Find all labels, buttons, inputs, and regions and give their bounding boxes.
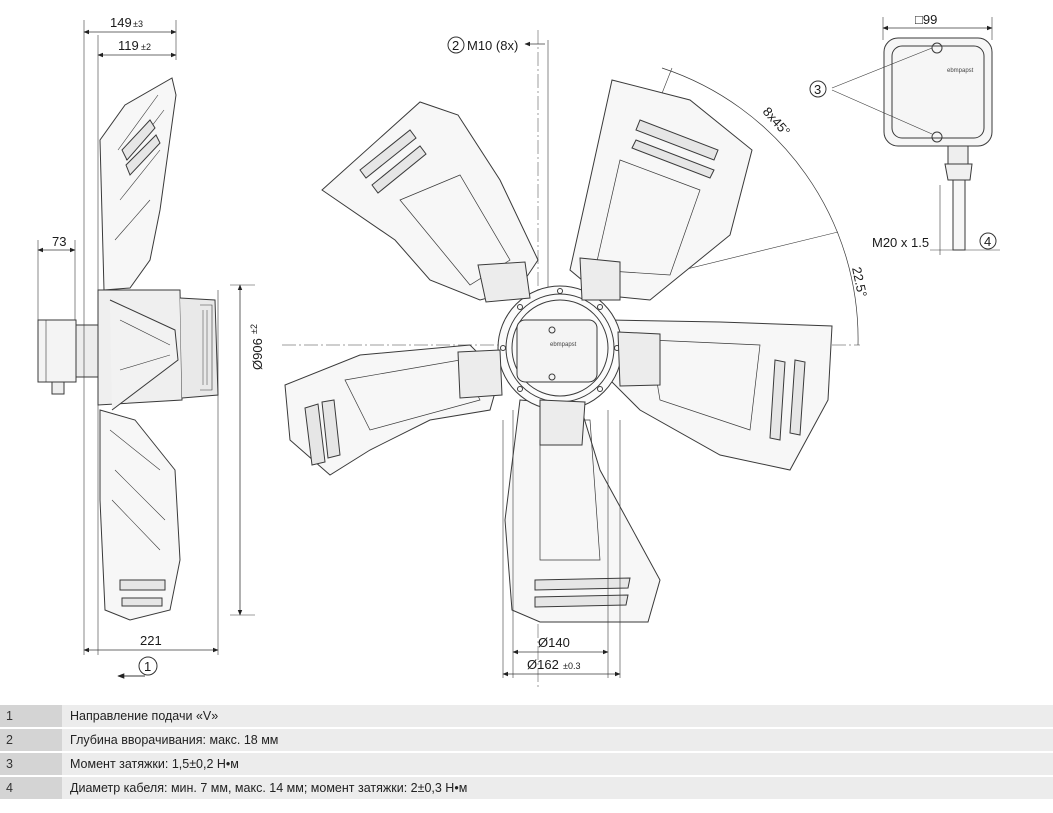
callout-2-circle <box>447 36 465 54</box>
dim-140: Ø140 <box>538 635 570 650</box>
dim-73: 73 <box>52 234 66 249</box>
dim-149-tol: ±3 <box>133 19 143 29</box>
angle-offset: 22.5° <box>849 266 870 299</box>
dim-162: Ø162 <box>527 657 559 672</box>
legend-text: Момент затяжки: 1,5±0,2 Н•м <box>62 753 1053 775</box>
legend-number: 1 <box>0 705 62 727</box>
legend-table: 1 Направление подачи «V» 2 Глубина ввора… <box>0 705 1053 801</box>
dim-162-tol: ±0.3 <box>563 661 580 671</box>
terminal-box-view <box>831 17 1000 255</box>
screw-spec: M10 (8x) <box>467 38 518 53</box>
brand-label-box: ebmpapst <box>947 68 974 74</box>
legend-row: 4 Диаметр кабеля: мин. 7 мм, макс. 14 мм… <box>0 777 1053 799</box>
dim-119: 119 <box>118 38 139 53</box>
dim-906-tol: ±2 <box>249 324 259 334</box>
legend-text: Глубина вворачивания: макс. 18 мм <box>62 729 1053 751</box>
legend-number: 4 <box>0 777 62 799</box>
side-view <box>37 20 255 679</box>
technical-drawing: 149 ±3 119 ±2 73 221 Ø906 ±2 1 <box>37 12 1000 690</box>
box-size: □99 <box>915 12 937 27</box>
front-view <box>282 30 860 690</box>
legend-text: Диаметр кабеля: мин. 7 мм, макс. 14 мм; … <box>62 777 1053 799</box>
callout-4: 4 <box>984 234 991 249</box>
legend-row: 3 Момент затяжки: 1,5±0,2 Н•м <box>0 753 1053 775</box>
callout-4-circle <box>979 232 997 250</box>
callout-1: 1 <box>144 659 151 674</box>
dim-119-tol: ±2 <box>141 42 151 52</box>
dim-149: 149 <box>110 15 132 30</box>
callout-3: 3 <box>814 82 821 97</box>
legend-number: 2 <box>0 729 62 751</box>
callout-2: 2 <box>452 38 459 53</box>
callout-1-circle <box>138 656 158 676</box>
dim-906: Ø906 <box>250 338 265 370</box>
dim-221: 221 <box>140 633 162 648</box>
legend-text: Направление подачи «V» <box>62 705 1053 727</box>
brand-label-hub: ebmpapst <box>550 342 577 348</box>
legend-row: 1 Направление подачи «V» <box>0 705 1053 727</box>
cable-gland: M20 x 1.5 <box>872 235 929 250</box>
angle-pitch: 8x45° <box>760 104 793 139</box>
legend-number: 3 <box>0 753 62 775</box>
legend-row: 2 Глубина вворачивания: макс. 18 мм <box>0 729 1053 751</box>
callout-3-circle <box>809 80 827 98</box>
